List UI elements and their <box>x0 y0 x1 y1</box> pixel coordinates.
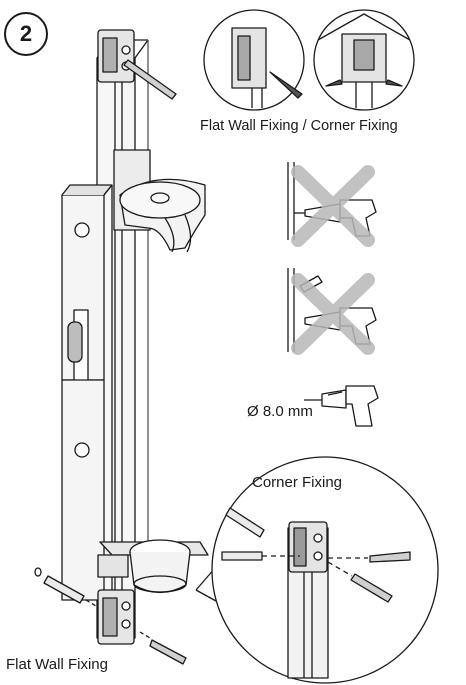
drill-icon <box>304 385 379 427</box>
flat-corner-fixing-label: Flat Wall Fixing / Corner Fixing <box>200 118 398 134</box>
cross-mark-flat-wall <box>291 165 375 247</box>
corner-fixing-detail <box>195 456 439 684</box>
detail-corner <box>313 9 415 111</box>
spirit-level <box>61 184 113 601</box>
flat-wall-fixing-label: Flat Wall Fixing <box>6 656 108 673</box>
top-screw <box>123 59 177 100</box>
drill-size-label: Ø 8.0 mm <box>247 403 313 420</box>
shower-head-holder <box>113 149 206 253</box>
flat-wall-screw <box>139 631 187 665</box>
corner-fixing-label: Corner Fixing <box>252 474 343 491</box>
soap-dish-holder <box>97 539 209 594</box>
cross-mark-corner <box>291 273 375 355</box>
step-number-badge: 2 <box>4 12 48 56</box>
detail-flat-wall <box>203 9 305 111</box>
bottom-bracket <box>97 589 135 645</box>
top-bracket <box>97 29 135 83</box>
flat-wall-dowel <box>34 567 97 607</box>
